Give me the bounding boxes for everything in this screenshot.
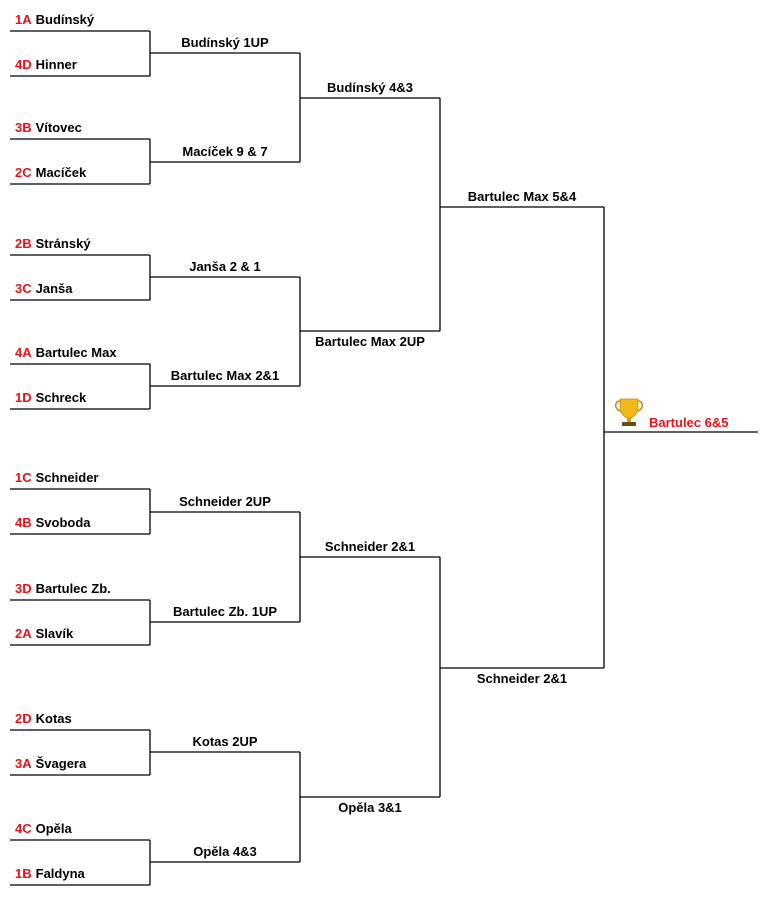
player-name: Bartulec Zb. [36,581,111,596]
round4-result: Bartulec Max 5&4 [468,189,577,204]
seed-code: 1D [15,390,32,405]
player-name: Stránský [36,236,92,251]
round2-result: Schneider 2UP [179,494,271,509]
round3-result: Budínský 4&3 [327,80,413,95]
seed-code: 2B [15,236,32,251]
entrant-label: 1A Budínský [15,12,95,27]
seed-code: 4D [15,57,32,72]
seed-code: 3B [15,120,32,135]
player-name: Slavík [36,626,74,641]
round2-result: Macíček 9 & 7 [182,144,267,159]
player-name: Opěla [36,821,73,836]
entrant-label: 2A Slavík [15,626,74,641]
player-name: Hinner [36,57,77,72]
entrant-label: 2C Macíček [15,165,87,180]
entrant-label: 4C Opěla [15,821,73,836]
round2-result: Bartulec Zb. 1UP [173,604,277,619]
player-name: Švagera [36,756,87,771]
player-name: Svoboda [36,515,92,530]
player-name: Schneider [36,470,99,485]
player-name: Kotas [36,711,72,726]
round2-result: Opěla 4&3 [193,844,257,859]
seed-code: 2A [15,626,32,641]
player-name: Faldyna [36,866,86,881]
player-name: Schreck [36,390,87,405]
entrant-label: 3A Švagera [15,756,87,771]
entrant-label: 1B Faldyna [15,866,86,881]
player-name: Budínský [36,12,95,27]
seed-code: 1B [15,866,32,881]
entrant-label: 3B Vítovec [15,120,82,135]
round2-result: Janša 2 & 1 [189,259,261,274]
seed-code: 4C [15,821,32,836]
seed-code: 4A [15,345,32,360]
round2-result: Budínský 1UP [181,35,269,50]
seed-code: 3C [15,281,32,296]
seed-code: 1C [15,470,32,485]
bracket-lines [10,30,758,886]
entrant-label: 2D Kotas [15,711,72,726]
entrant-label: 1C Schneider [15,470,98,485]
seed-code: 2D [15,711,32,726]
entrant-label: 2B Stránský [15,236,91,251]
seed-code: 4B [15,515,32,530]
player-name: Vítovec [36,120,82,135]
round2-result: Bartulec Max 2&1 [171,368,279,383]
entrant-label: 3D Bartulec Zb. [15,581,111,596]
round2-result: Kotas 2UP [192,734,257,749]
round3-result: Bartulec Max 2UP [315,334,425,349]
seed-code: 3D [15,581,32,596]
round3-result: Schneider 2&1 [325,539,415,554]
champion-label: Bartulec 6&5 [649,415,728,430]
trophy-icon [614,398,644,426]
entrant-label: 4A Bartulec Max [15,345,117,360]
seed-code: 1A [15,12,32,27]
player-name: Janša [36,281,74,296]
entrant-label: 1D Schreck [15,390,87,405]
round3-result: Opěla 3&1 [338,800,402,815]
seed-code: 2C [15,165,32,180]
seed-code: 3A [15,756,32,771]
round4-result: Schneider 2&1 [477,671,567,686]
entrant-label: 3C Janša [15,281,73,296]
player-name: Macíček [36,165,87,180]
entrant-label: 4B Svoboda [15,515,91,530]
entrant-label: 4D Hinner [15,57,77,72]
player-name: Bartulec Max [36,345,118,360]
